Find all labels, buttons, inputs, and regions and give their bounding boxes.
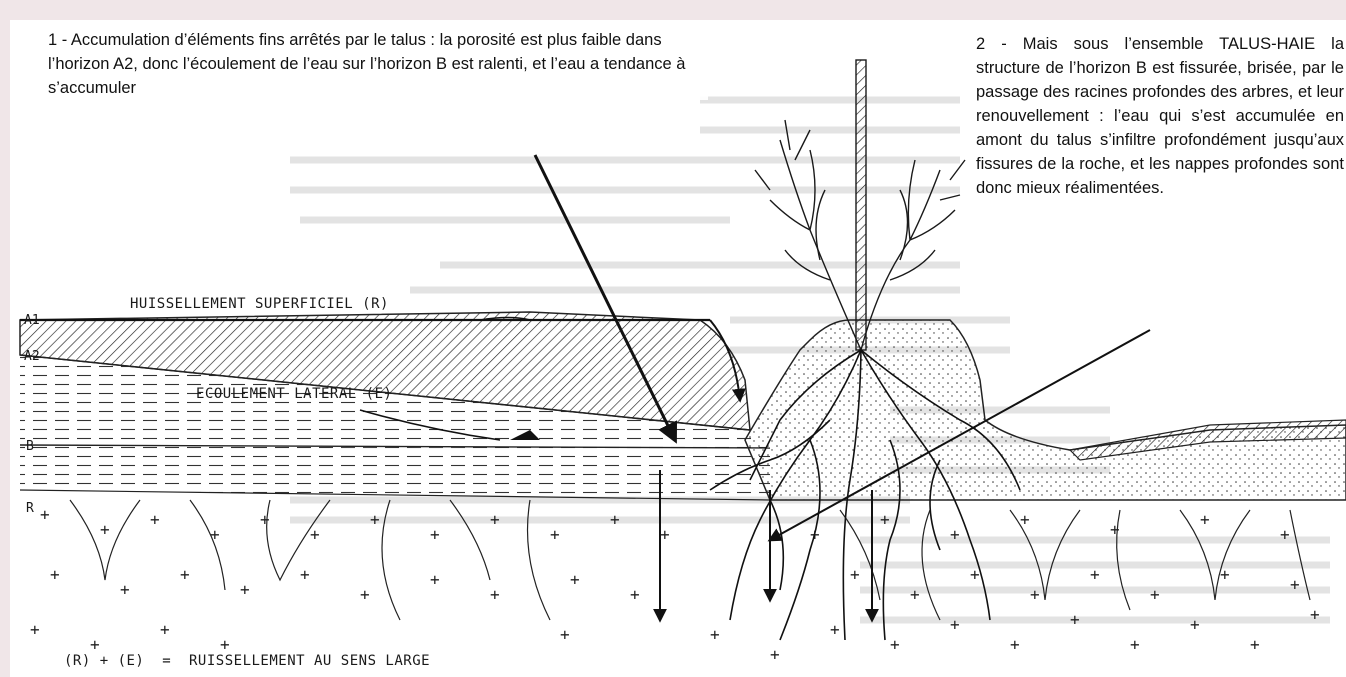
svg-text:+: + xyxy=(220,635,230,654)
svg-text:+: + xyxy=(1130,635,1140,654)
svg-text:+: + xyxy=(1030,585,1040,604)
bedrock-r-layer: +++ +++ +++ +++ +++ +++ +++ +++ +++ +++ … xyxy=(30,505,1320,664)
svg-text:+: + xyxy=(1010,635,1020,654)
svg-text:+: + xyxy=(120,580,130,599)
lateral-flow-label: ECOULEMENT LATERAL (E) xyxy=(196,386,392,402)
svg-text:+: + xyxy=(1280,525,1290,544)
svg-text:+: + xyxy=(260,510,270,529)
svg-text:+: + xyxy=(1090,565,1100,584)
svg-text:+: + xyxy=(210,525,220,544)
svg-text:+: + xyxy=(310,525,320,544)
svg-text:+: + xyxy=(1290,575,1300,594)
svg-text:+: + xyxy=(490,510,500,529)
svg-text:+: + xyxy=(50,565,60,584)
svg-text:+: + xyxy=(880,510,890,529)
svg-text:+: + xyxy=(430,570,440,589)
svg-text:+: + xyxy=(430,525,440,544)
surface-runoff-label: HUISSELLEMENT SUPERFICIEL (R) xyxy=(130,296,389,312)
svg-text:+: + xyxy=(1190,615,1200,634)
svg-text:+: + xyxy=(570,570,580,589)
svg-text:+: + xyxy=(180,565,190,584)
svg-text:+: + xyxy=(490,585,500,604)
svg-text:+: + xyxy=(560,625,570,644)
figure-panel: +++ +++ +++ +++ +++ +++ +++ +++ +++ +++ … xyxy=(10,20,1346,677)
svg-text:+: + xyxy=(1310,605,1320,624)
svg-text:+: + xyxy=(300,565,310,584)
svg-text:+: + xyxy=(370,510,380,529)
svg-text:+: + xyxy=(1250,635,1260,654)
svg-text:+: + xyxy=(950,525,960,544)
horizon-label-a2: A2 xyxy=(24,349,40,364)
svg-text:+: + xyxy=(550,525,560,544)
svg-text:+: + xyxy=(710,625,720,644)
svg-text:+: + xyxy=(890,635,900,654)
svg-text:+: + xyxy=(970,565,980,584)
svg-text:+: + xyxy=(950,615,960,634)
svg-text:+: + xyxy=(160,620,170,639)
svg-text:+: + xyxy=(1070,610,1080,629)
svg-text:+: + xyxy=(90,635,100,654)
svg-text:+: + xyxy=(830,620,840,639)
svg-text:+: + xyxy=(770,645,780,664)
svg-text:+: + xyxy=(610,510,620,529)
svg-text:+: + xyxy=(1150,585,1160,604)
svg-text:+: + xyxy=(910,585,920,604)
runoff-legend: (R) + (E) = RUISSELLEMENT AU SENS LARGE xyxy=(64,653,430,669)
svg-text:+: + xyxy=(660,525,670,544)
svg-text:+: + xyxy=(360,585,370,604)
horizon-label-r: R xyxy=(26,501,34,516)
svg-text:+: + xyxy=(630,585,640,604)
svg-text:+: + xyxy=(1200,510,1210,529)
svg-text:+: + xyxy=(40,505,50,524)
svg-text:+: + xyxy=(850,565,860,584)
svg-text:+: + xyxy=(30,620,40,639)
svg-text:+: + xyxy=(100,520,110,539)
horizon-label-b: B xyxy=(26,439,34,454)
svg-text:+: + xyxy=(240,580,250,599)
annotation-note-2: 2 - Mais sous l’ensemble TALUS-HAIE la s… xyxy=(976,32,1344,200)
annotation-note-1: 1 - Accumulation d’éléments fins arrêtés… xyxy=(48,28,708,100)
horizon-label-a1: A1 xyxy=(24,313,40,328)
svg-text:+: + xyxy=(150,510,160,529)
